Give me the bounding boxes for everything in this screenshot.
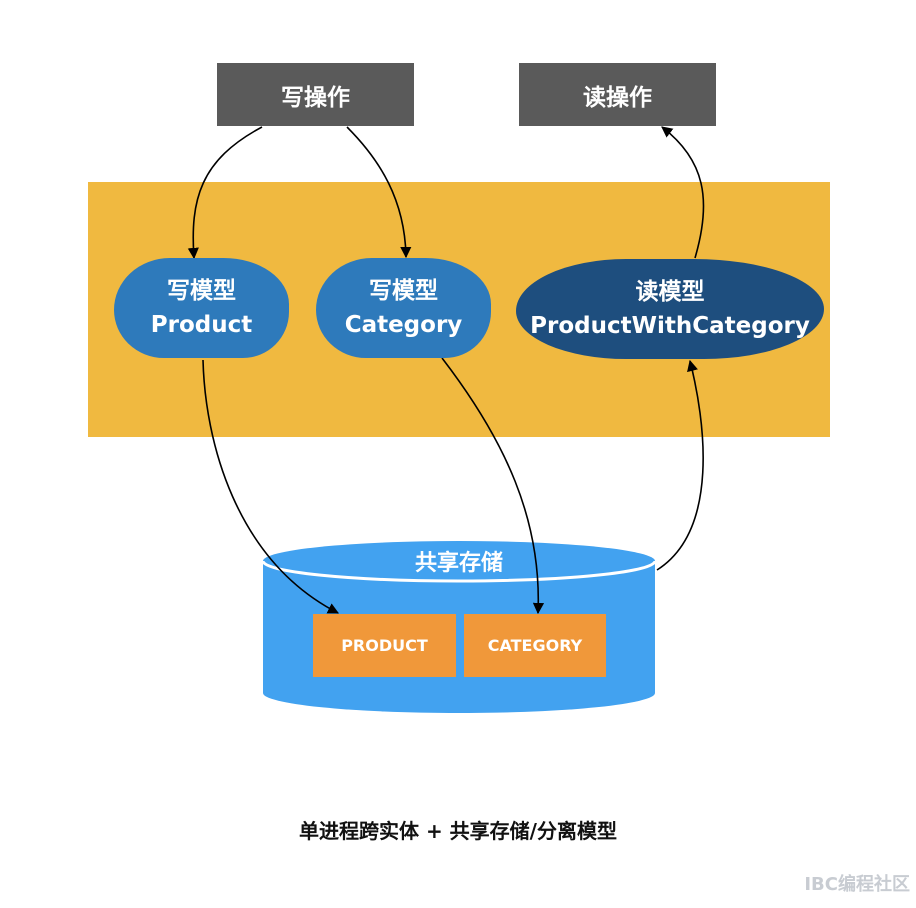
arrow-storage-to-read-model xyxy=(656,359,704,571)
read-model-title: 读模型 xyxy=(635,279,705,305)
write-model-product-name: Product xyxy=(150,312,253,338)
read-operation-box: 读操作 xyxy=(519,63,716,126)
arrow-write-to-product-model xyxy=(187,126,263,260)
read-model-name: ProductWithCategory xyxy=(530,313,810,339)
arrow-product-model-to-table xyxy=(202,359,339,614)
write-model-product-title: 写模型 xyxy=(167,278,236,304)
read-model-product-with-category: 读模型 ProductWithCategory xyxy=(516,259,824,359)
arrow-write-to-category-model xyxy=(346,126,412,259)
read-operation-label: 读操作 xyxy=(583,84,652,111)
watermark: IBC编程社区 xyxy=(804,874,910,895)
write-model-product: 写模型 Product xyxy=(114,258,289,358)
diagram-caption: 单进程跨实体 + 共享存储/分离模型 xyxy=(299,819,617,843)
shared-storage-label-text: 共享存储 xyxy=(414,551,503,576)
arrow-category-model-to-table xyxy=(441,357,545,615)
write-operation-box: 写操作 xyxy=(217,63,414,126)
shared-storage-label: 共享存储 xyxy=(263,542,655,580)
table-category-label: CATEGORY xyxy=(487,636,583,655)
write-operation-label: 写操作 xyxy=(281,84,350,111)
table-product: PRODUCT xyxy=(313,614,456,677)
write-model-category-name: Category xyxy=(344,312,463,338)
table-category: CATEGORY xyxy=(464,614,606,677)
table-product-label: PRODUCT xyxy=(341,636,428,655)
write-model-category: 写模型 Category xyxy=(316,258,491,358)
arrow-read-model-to-read-op xyxy=(661,126,705,259)
write-model-category-title: 写模型 xyxy=(369,278,438,304)
